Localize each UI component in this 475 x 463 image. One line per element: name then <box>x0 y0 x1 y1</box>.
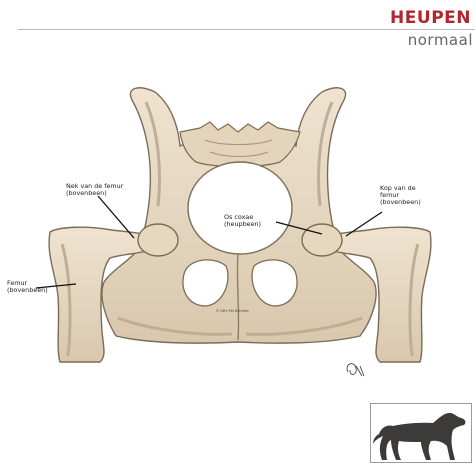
label-femur: Femur (bovenbeen) <box>7 279 48 294</box>
pelvic-inlet <box>188 162 292 254</box>
dog-silhouette-icon <box>371 404 471 462</box>
femoral-head-right <box>302 224 342 256</box>
label-neck: Nek van de femur (bovenbeen) <box>66 182 125 197</box>
dog-thumbnail <box>370 403 472 463</box>
artist-signature-icon <box>347 364 364 376</box>
femoral-head-left <box>138 224 178 256</box>
illustration-credit: © Hill's Pet Nutrition <box>216 309 249 313</box>
label-head: Kop van de femur (bovenbeen) <box>380 184 421 206</box>
